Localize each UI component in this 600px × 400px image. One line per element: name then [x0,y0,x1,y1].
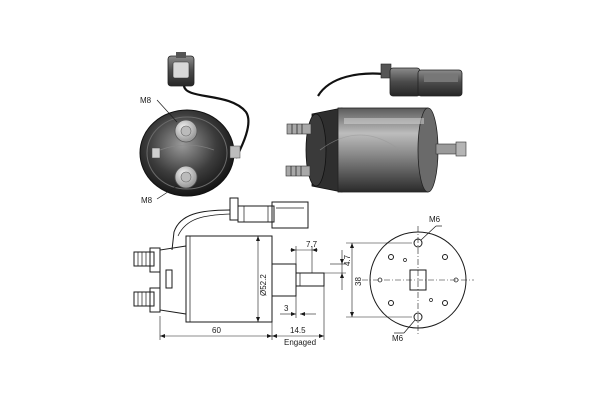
end-view-bottom-terminal [174,165,198,189]
dim-body-diameter: Ø52.2 [256,236,268,322]
end-view-photo: M8 M8 [139,52,250,205]
front-view-drawing: 38 M6 M6 [346,215,474,343]
end-view-connector [167,52,250,159]
side-view-photo [285,63,467,193]
side-elevation-drawing: Ø52.2 60 14.5 Engaged 3 [133,197,352,347]
plunger-length-label: 14.5 [290,326,306,335]
slot-offset-label: 4.7 [343,254,352,266]
side-view-studs [285,123,312,177]
body-diameter-label: Ø52.2 [259,274,268,296]
drawing-terminals [133,247,173,313]
dim-plunger-length: 14.5 Engaged [272,286,325,347]
body-length-label: 60 [212,326,221,335]
slot-width-label: 7.7 [306,240,318,249]
top-hole-label: M6 [429,215,441,224]
end-view-top-terminal [174,119,198,143]
dim-slot-offset: 4.7 [324,250,352,290]
drawing-plunger [295,272,325,287]
top-terminal-leader [156,99,178,123]
top-terminal-label: M8 [140,96,152,105]
front-view-top-hole [413,238,423,248]
bottom-terminal-label: M8 [141,196,153,205]
bottom-terminal-leader [156,185,178,200]
dim-plunger-tip: 3 [280,296,316,318]
front-view-bottom-hole [413,312,423,322]
front-view-slot [409,269,427,291]
side-view-connector [380,63,463,97]
plunger-state-label: Engaged [284,338,316,347]
drawing-connector [171,197,309,251]
plunger-tip-label: 3 [284,304,289,313]
hole-spacing-label: 38 [354,277,363,286]
dim-slot-width: 7.7 [290,240,318,273]
bottom-hole-label: M6 [392,334,404,343]
dim-hole-spacing: 38 [346,242,412,318]
dim-body-length: 60 [159,316,273,340]
